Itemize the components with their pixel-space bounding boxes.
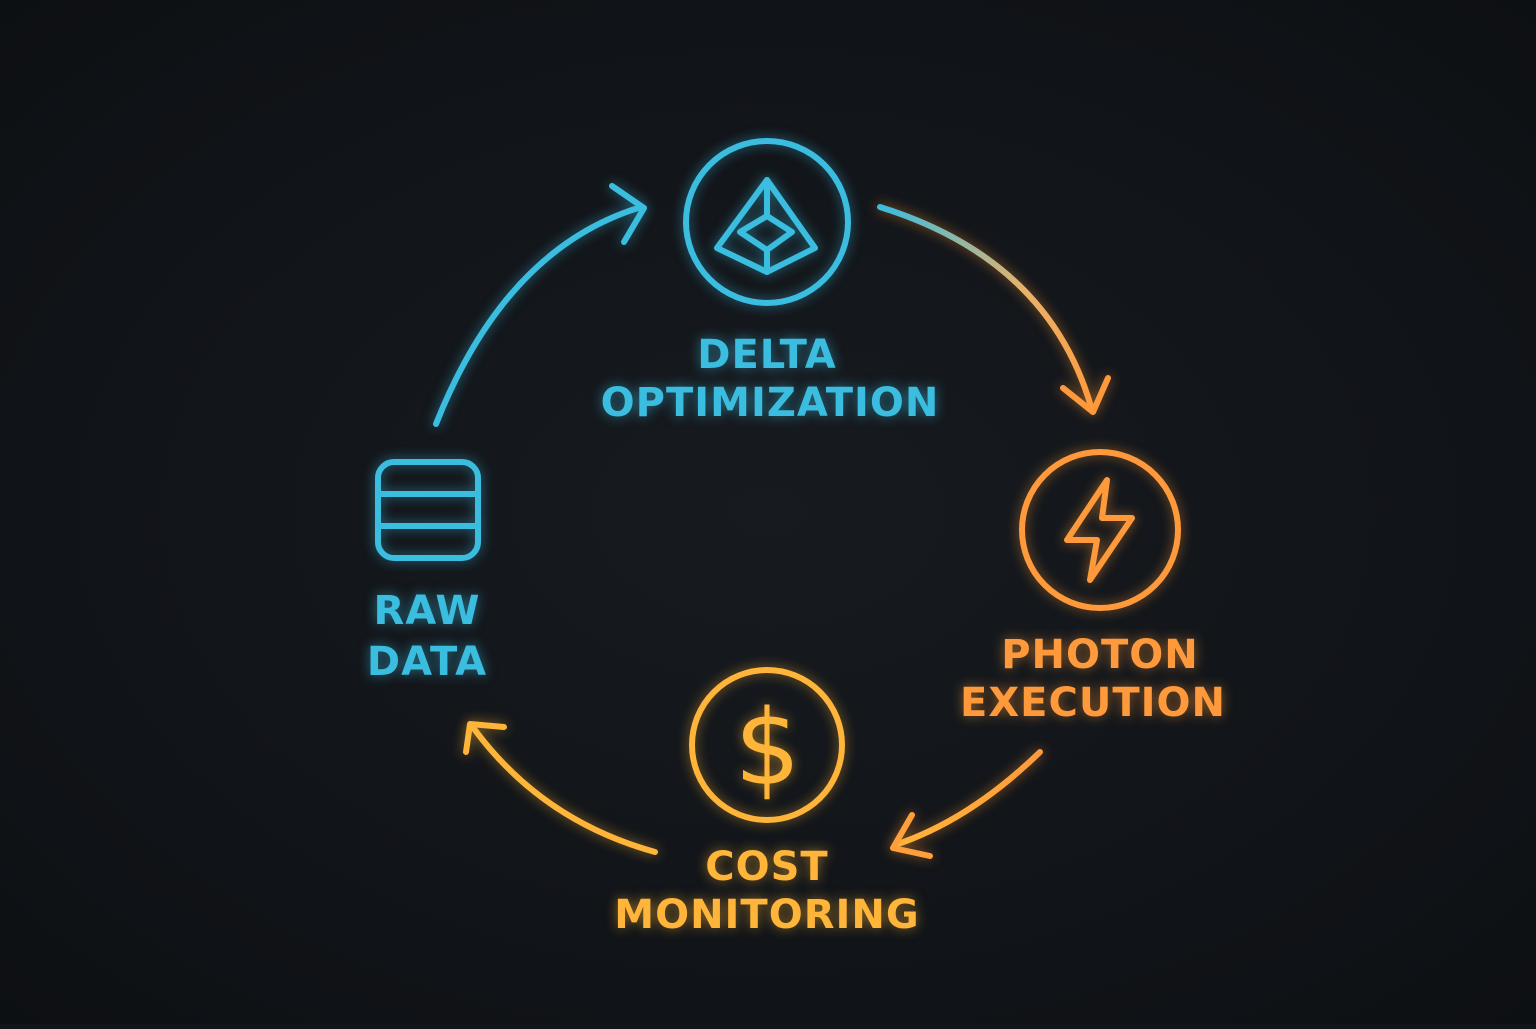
- cost-circle: [689, 667, 845, 823]
- raw-data-label-line1: RAW: [373, 588, 480, 634]
- node-cost-monitoring: $ COST MONITORING: [614, 667, 919, 938]
- photon-label-line2: EXECUTION: [960, 680, 1226, 726]
- photon-label-line1: PHOTON: [1001, 632, 1199, 678]
- arrow-raw-to-delta: [433, 183, 647, 427]
- delta-circle: [683, 138, 851, 306]
- cost-label-line2: MONITORING: [614, 892, 919, 938]
- arrow-photon-to-cost: [890, 749, 1043, 859]
- arrow-cost-to-raw: [463, 721, 658, 855]
- database-icon: [375, 459, 481, 561]
- raw-data-label-line2: DATA: [367, 639, 487, 685]
- lightning-bolt-icon: [1064, 477, 1135, 583]
- node-raw-data: RAW DATA: [367, 459, 487, 685]
- node-photon-execution: PHOTON EXECUTION: [960, 449, 1226, 726]
- arrow-delta-to-photon: [877, 204, 1111, 415]
- delta-label-line1: DELTA: [697, 332, 837, 378]
- dollar-sign-icon: $: [734, 687, 801, 809]
- photon-circle: [1019, 449, 1181, 611]
- cost-label-line1: COST: [705, 844, 828, 890]
- delta-prism-icon: [714, 177, 818, 275]
- delta-label-line2: OPTIMIZATION: [601, 380, 940, 426]
- node-delta-optimization: DELTA OPTIMIZATION: [601, 138, 940, 426]
